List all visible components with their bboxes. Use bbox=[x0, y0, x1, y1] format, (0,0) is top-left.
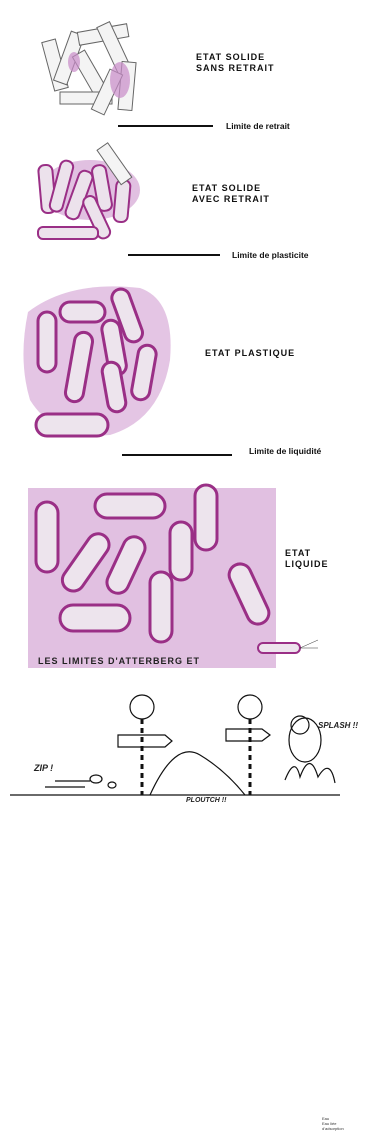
state-label-3: ETAT PLASTIQUE bbox=[205, 348, 295, 359]
panel-plastic: ETAT PLASTIQUE Limite de liquidité bbox=[0, 270, 370, 455]
footer-caption: LES LIMITES D'ATTERBERG ET bbox=[38, 656, 200, 666]
grains-liquid-illustration bbox=[0, 480, 370, 675]
state-label-1: ETAT SOLIDE SANS RETRAIT bbox=[196, 52, 275, 74]
cartoon-strip: ZIP ! PLOUTCH !! SPLASH !! bbox=[0, 685, 370, 814]
limit-label-1: Limite de retrait bbox=[226, 121, 290, 131]
grains-plastic-illustration bbox=[0, 270, 370, 455]
limit-line-2 bbox=[128, 254, 220, 256]
legend-text: Eau Eau liée d'adsorption bbox=[322, 1116, 344, 1131]
limit-line-3 bbox=[122, 454, 232, 456]
state-label-4: ETAT LIQUIDE bbox=[285, 548, 329, 570]
plouf-text: PLOUTCH !! bbox=[186, 797, 226, 804]
panel-solid-no-shrink: ETAT SOLIDE SANS RETRAIT Limite de retra… bbox=[0, 0, 370, 135]
zip-text: ZIP ! bbox=[34, 763, 53, 773]
panel-solid-shrink: ETAT SOLIDE AVEC RETRAIT Limite de plast… bbox=[0, 135, 370, 270]
cartoon-illustration bbox=[0, 685, 370, 814]
limit-line-1 bbox=[118, 125, 213, 127]
grains-dry-illustration bbox=[0, 0, 370, 135]
limit-label-3: Limite de liquidité bbox=[249, 446, 321, 456]
limit-label-2: Limite de plasticite bbox=[232, 250, 309, 260]
splash-text: SPLASH !! bbox=[318, 721, 358, 730]
grains-shrink-illustration bbox=[0, 135, 370, 270]
panel-liquid: ETAT LIQUIDE Eau Eau liée d'adsorption bbox=[0, 480, 370, 675]
state-label-2: ETAT SOLIDE AVEC RETRAIT bbox=[192, 183, 270, 205]
